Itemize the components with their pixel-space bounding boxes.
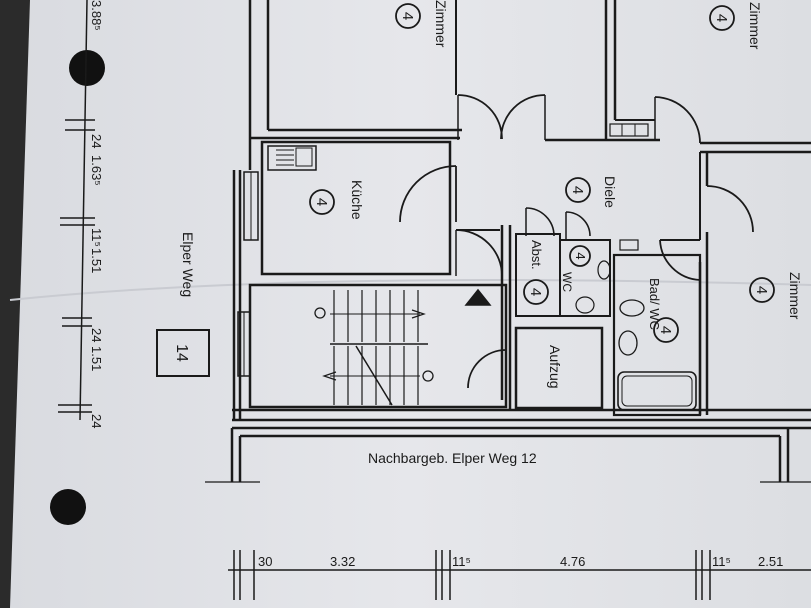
dim-left-4: 1.51 [89,248,104,273]
dim-left-1: 24 [89,134,104,148]
label-street: Elper Weg [180,232,196,297]
dim-bottom-0: 30 [258,554,272,569]
room-number-diele: 4 [569,186,586,194]
room-number-bath: 4 [657,326,674,334]
dim-bottom-4: 11⁵ [712,554,731,569]
elevator [514,326,604,410]
label-zimmer-top-right: Zimmer [747,2,763,50]
room-number-kitchen: 4 [313,198,330,206]
door-bathroom [659,239,701,281]
room-circle-diele [565,177,591,203]
room-circle-zimmer-left [395,3,421,29]
punch-hole-top [69,50,105,86]
paper-fold [9,279,811,301]
label-wc: WC [560,272,574,292]
dim-left-2: 1.63⁵ [89,155,104,186]
label-neighbour-building: Nachbargeb. Elper Weg 12 [368,450,537,466]
dim-bottom-2: 11⁵ [452,554,471,569]
punch-hole-bottom [50,489,86,525]
warning-triangle-icon [464,288,492,306]
dim-bottom-5: 2.51 [758,554,783,569]
dim-left-3: 11⁵ [89,228,104,247]
room-number-zimmer-left: 4 [399,12,416,20]
stairwell [248,283,508,409]
paper-sheet [10,0,811,608]
label-bathroom: Bad/ WC [647,278,662,330]
house-number-box [156,329,210,377]
room-circle-abst [523,279,549,305]
room-number-abst: 4 [527,288,544,296]
label-abst: Abst. [529,240,544,270]
dim-bottom-3: 4.76 [560,554,585,569]
dim-bottom-1: 3.32 [330,554,355,569]
room-bathroom [612,253,702,417]
kitchen-stove [267,145,317,171]
room-circle-zimmer-top-right [709,5,735,31]
door-stair [467,349,507,389]
dim-left-0: 3.88⁵ [89,0,104,31]
left-dimension-line [79,0,88,421]
door-kitchen [399,165,457,223]
room-circle-wc [569,245,591,267]
room-number-zimmer-top-right: 4 [713,14,730,22]
label-house-number: 14 [173,344,190,362]
room-wc [559,239,611,317]
room-number-wc: 4 [573,252,588,259]
door-corridor [455,229,503,277]
room-kitchen [260,140,452,276]
room-circle-zimmer-right [749,277,775,303]
label-zimmer-right: Zimmer [787,272,803,320]
label-elevator: Aufzug [547,345,563,389]
room-circle-bath [653,317,679,343]
door-diele-right [706,185,754,233]
dim-left-7: 24 [89,414,104,428]
door-top-right [654,96,701,144]
room-circle-kitchen [309,189,335,215]
label-diele: Diele [602,176,618,208]
label-kitchen: Küche [349,180,365,220]
room-number-zimmer-right: 4 [753,286,770,294]
label-zimmer-left: Zimmer [433,0,449,48]
dim-left-5: 24 [89,328,104,342]
dim-left-6: 1.51 [89,346,104,371]
